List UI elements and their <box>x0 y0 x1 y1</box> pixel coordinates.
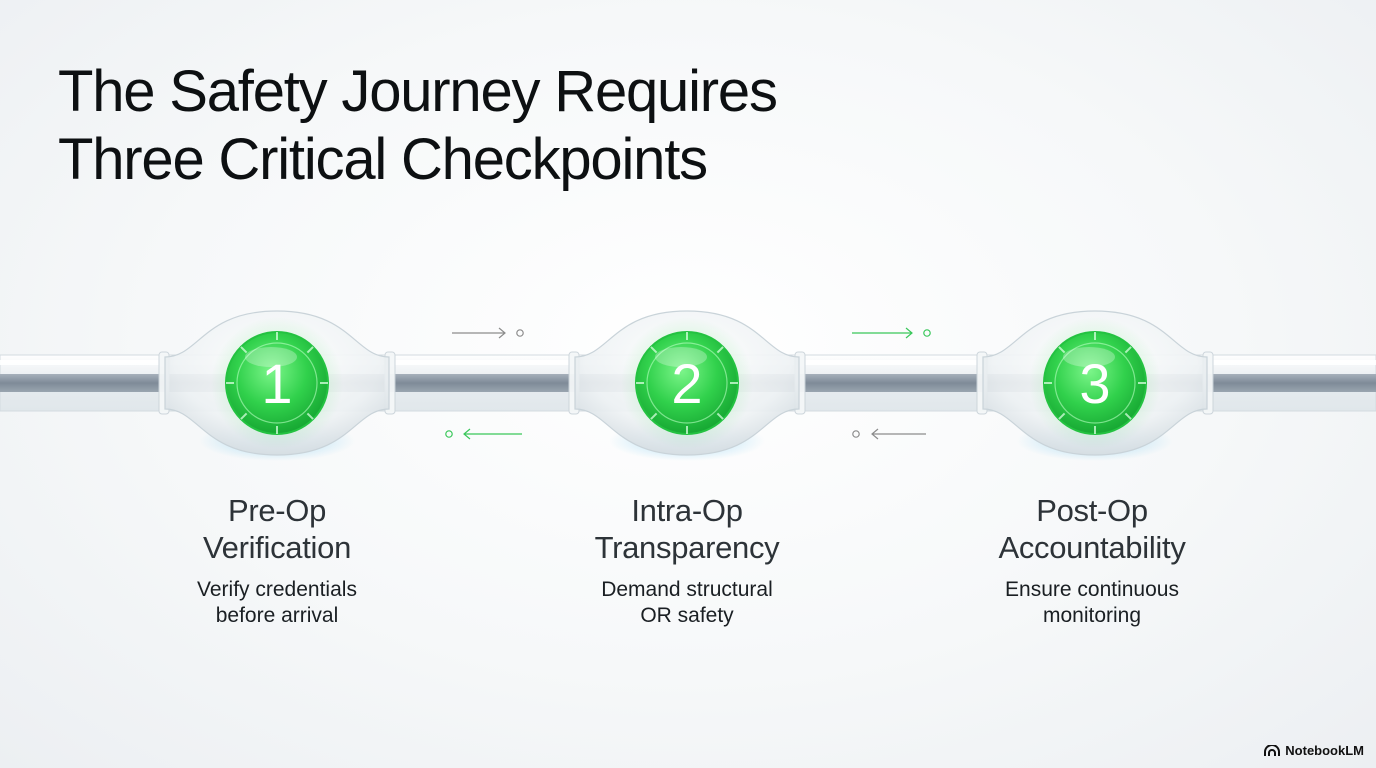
node-tick-mark <box>306 346 314 354</box>
step-2-desc-line-1: Demand structural <box>601 578 773 601</box>
step-1-desc-line-2: before arrival <box>215 604 339 627</box>
node-tick-mark <box>650 346 658 354</box>
node-inner-ring <box>1054 342 1136 424</box>
step-2-title: Intra-Op Transparency <box>537 492 837 566</box>
flow-arrow-forward-gray <box>452 327 524 339</box>
step-number-2: 2 <box>671 352 702 415</box>
step-2-title-line-2: Transparency <box>594 530 780 565</box>
node-tick-mark <box>1058 346 1066 354</box>
node-gloss <box>1063 347 1115 367</box>
step-3-desc-line-2: monitoring <box>1042 604 1142 627</box>
title-line-1: The Safety Journey Requires <box>58 59 778 124</box>
step-3-text: Post-Op Accountability Ensure continuous… <box>942 492 1242 629</box>
step-3-title: Post-Op Accountability <box>942 492 1242 566</box>
step-2-desc-line-2: OR safety <box>640 604 734 627</box>
step-1-title-line-2: Verification <box>202 530 352 565</box>
step-3-title-line-2: Accountability <box>998 530 1186 565</box>
step-number-3: 3 <box>1079 352 1110 415</box>
step-3-description: Ensure continuous monitoring <box>942 577 1242 629</box>
flow-arrow-backward-green <box>445 428 522 440</box>
flow-arrow-backward-gray <box>852 428 926 440</box>
checkpoint-pipeline: 1 2 3 <box>0 310 1376 461</box>
node-tick-mark <box>1124 346 1132 354</box>
notebooklm-logo-icon <box>1264 744 1281 756</box>
brand-name: NotebookLM <box>1285 743 1364 758</box>
step-3-title-line-1: Post-Op <box>1036 493 1148 528</box>
node-gloss <box>655 347 707 367</box>
flow-arrow-forward-green <box>852 327 931 339</box>
node-tick-mark <box>716 412 724 420</box>
step-1-title-line-1: Pre-Op <box>227 493 327 528</box>
step-2-description: Demand structural OR safety <box>537 577 837 629</box>
step-2-text: Intra-Op Transparency Demand structural … <box>537 492 837 629</box>
step-1-desc-line-1: Verify credentials <box>197 578 357 601</box>
checkpoint-node-3: 3 <box>982 310 1208 461</box>
flow-arrow-head <box>871 428 879 440</box>
node-tick-mark <box>240 346 248 354</box>
page-title: The Safety Journey Requires Three Critic… <box>58 58 778 194</box>
node-tick-mark <box>240 412 248 420</box>
step-number-1: 1 <box>261 352 292 415</box>
flow-arrow-dot <box>445 430 453 438</box>
step-1-description: Verify credentials before arrival <box>127 577 427 629</box>
step-2-title-line-1: Intra-Op <box>631 493 743 528</box>
node-tick-mark <box>306 412 314 420</box>
node-gloss <box>245 347 297 367</box>
node-tick-mark <box>716 346 724 354</box>
flow-arrow-dot <box>516 329 524 337</box>
flow-arrow-head <box>463 428 471 440</box>
flow-arrow-head <box>498 327 506 339</box>
step-1-title: Pre-Op Verification <box>127 492 427 566</box>
brand-badge: NotebookLM <box>1264 743 1364 758</box>
step-1-text: Pre-Op Verification Verify credentials b… <box>127 492 427 629</box>
checkpoint-node-1: 1 <box>164 310 390 461</box>
flow-arrow-head <box>905 327 913 339</box>
node-inner-ring <box>236 342 318 424</box>
title-line-2: Three Critical Checkpoints <box>58 127 708 192</box>
checkpoint-node-2: 2 <box>574 310 800 461</box>
flow-arrow-dot <box>852 430 860 438</box>
node-tick-mark <box>650 412 658 420</box>
node-tick-mark <box>1058 412 1066 420</box>
node-tick-mark <box>1124 412 1132 420</box>
step-3-desc-line-1: Ensure continuous <box>1005 578 1179 601</box>
flow-arrow-dot <box>923 329 931 337</box>
node-inner-ring <box>646 342 728 424</box>
